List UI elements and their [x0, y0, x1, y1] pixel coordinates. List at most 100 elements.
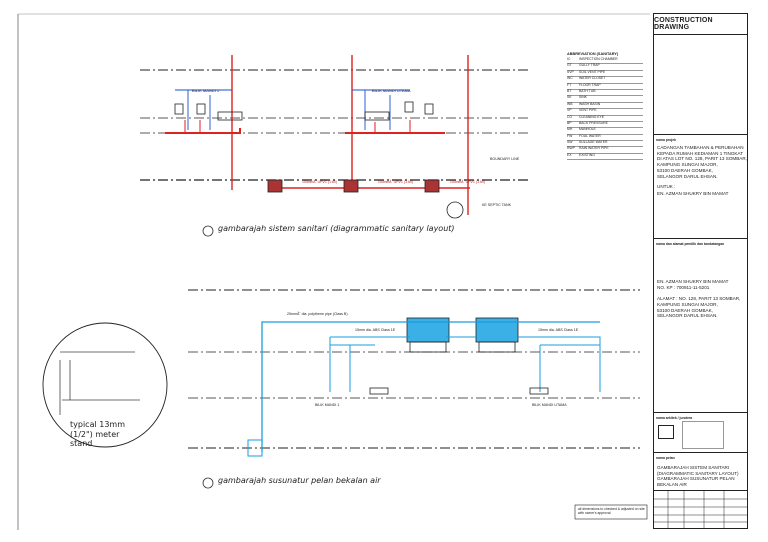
legend-meaning: SINK [579, 95, 587, 100]
water-heading: gambarajah susunatur pelan bekalan air [218, 476, 381, 485]
project-line: 53100 DAERAH GOMBAK, [657, 167, 713, 173]
legend-row: MH MANHOLE [567, 127, 643, 135]
legend-row: BP BACK PRESSURE [567, 120, 643, 129]
legend-row: RWP RAIN WATER PIPE [567, 146, 643, 154]
owner-line: KAMPUNG SUNGAI MAJOR, [657, 301, 718, 307]
bath-left [217, 111, 243, 121]
legend-meaning: WATER CLOSET [579, 76, 606, 81]
drain-drops [184, 120, 411, 133]
legend-code: FT [567, 82, 572, 87]
legend-row: GT GULLY TRAP [567, 63, 643, 71]
title-block-header: CONSTRUCTION DRAWING [654, 14, 747, 35]
supply-main-pipe [261, 321, 600, 452]
legend-row: WC WATER CLOSET [567, 76, 643, 84]
legend-meaning: MANHOLE [579, 127, 596, 132]
legend-meaning: BACK PRESSURE [579, 120, 608, 125]
revision-grid [654, 490, 747, 529]
legend-code: RWP [567, 146, 575, 151]
legend-code: WB [567, 101, 573, 106]
water-room-right: BILIK MANDI UTAMA [532, 403, 567, 407]
architect-section: nama arkitek / jurutera [654, 412, 747, 453]
legend-row: CO CLEANING EYE [567, 114, 643, 122]
meter-box [247, 439, 263, 457]
legend-code: MH [567, 127, 573, 132]
legend-code: SK [567, 95, 572, 100]
legend-meaning: VENT PIPE [579, 108, 597, 113]
drawing-lines: GAMBARAJAH SISTEM SANITARI(DIAGRAMMATIC … [657, 465, 739, 488]
site-note: all dimensions to checked & adjusted on … [578, 507, 645, 516]
fixture-water-right [529, 387, 549, 395]
architect-signature-box [682, 421, 724, 449]
branch-right-label: 15mm dia. ABS Class 1E [538, 328, 579, 332]
septic-tank [446, 201, 464, 219]
fixture-lines-right [352, 89, 410, 130]
meter-detail-lines [59, 351, 140, 415]
wc-left [196, 103, 206, 115]
chamber-1 [267, 179, 283, 193]
tank-stand-right [478, 341, 516, 353]
legend-code: SW [567, 140, 573, 145]
drawing-line: BEKALAN AIR [657, 482, 687, 488]
owner-line: 53100 DAERAH GOMBAK, [657, 307, 713, 313]
fixture-water-left [369, 387, 389, 395]
supply-main-label: 25mmÃ˜ dia. polythene pipe (Class B) [287, 312, 348, 316]
sanitary-heading: gambarajah sistem sanitari (diagrammatic… [218, 224, 455, 233]
client-name: EN. AZMAN SHUKRY BIN MAMAT [657, 191, 729, 196]
water-room-left: BILIK MANDI 1 [315, 403, 340, 407]
legend-meaning: EXISTING [579, 152, 595, 157]
project-line: SELANGOR DARUL EHSAN. [657, 173, 718, 179]
drain-left [165, 128, 241, 134]
legend-row: SVP SOIL VENT PIPE [567, 69, 643, 78]
bath-right [364, 111, 390, 121]
legend-code: GT [567, 63, 572, 68]
meter-detail-circle [42, 322, 168, 448]
legend-meaning: FOUL WATER [579, 133, 601, 138]
architect-label: nama arkitek / jurutera [656, 416, 693, 420]
owner-section: nama dan alamat pemilik dan tandatangan … [654, 238, 747, 409]
room-label-right: BILIK MANDI UTAMA [372, 88, 411, 93]
project-line: CADANGAN TAMBAHAN & PERUBAHAN [657, 145, 744, 150]
septic-label: KE SEPTIC TANK [482, 203, 512, 207]
legend-meaning: CLEANING EYE [579, 114, 605, 119]
legend-meaning: RAIN WATER PIPE [579, 146, 609, 151]
supply-branches [329, 336, 601, 392]
drawing-line: GAMBARAJAH SISTEM SANITARI [657, 465, 730, 470]
boundary-label: BOUNDARY LINE [490, 157, 520, 161]
drawing-name-section: nama pelan GAMBARAJAH SISTEM SANITARI(DI… [654, 452, 747, 501]
legend-title: ABBREVIATION (SANITARY) [567, 52, 619, 56]
architect-stamp-icon [658, 425, 674, 439]
legend-meaning: SOIL VENT PIPE [579, 69, 606, 74]
for-label: UNTUK : [657, 184, 676, 189]
fixture-lines-left [175, 89, 232, 130]
legend-row: EX EXISTING [567, 152, 643, 161]
legend-meaning: GULLY TRAP [579, 63, 600, 68]
basin-right [404, 101, 414, 113]
wc-right [424, 103, 434, 115]
water-heading-bullet [202, 477, 214, 489]
drawing-line: GAMBARAJAH SUSUNATUR PELAN [657, 476, 735, 482]
legend-code: SVP [567, 69, 574, 74]
legend-code: WC [567, 76, 573, 81]
project-section: nama projek CADANGAN TAMBAHAN & PERUBAHA… [654, 134, 747, 245]
legend-code: EX [567, 152, 572, 157]
legend-meaning: BATH TUB [579, 88, 596, 93]
legend-row: SK SINK [567, 95, 643, 103]
project-label: nama projek [656, 138, 676, 142]
drawing-line: (DIAGRAMMATIC SANITARY LAYOUT) [657, 470, 739, 476]
legend-code: BP [567, 120, 572, 125]
legend-code: CO [567, 114, 573, 119]
branch-left-label: 15mm dia. ABS Class 1E [355, 328, 396, 332]
title-block: CONSTRUCTION DRAWING nama projek CADANGA… [653, 13, 748, 529]
owner-line: ALAMAT : NO. 128, PARIT 13 SOMBAR, [657, 296, 741, 302]
note-box [574, 504, 648, 520]
